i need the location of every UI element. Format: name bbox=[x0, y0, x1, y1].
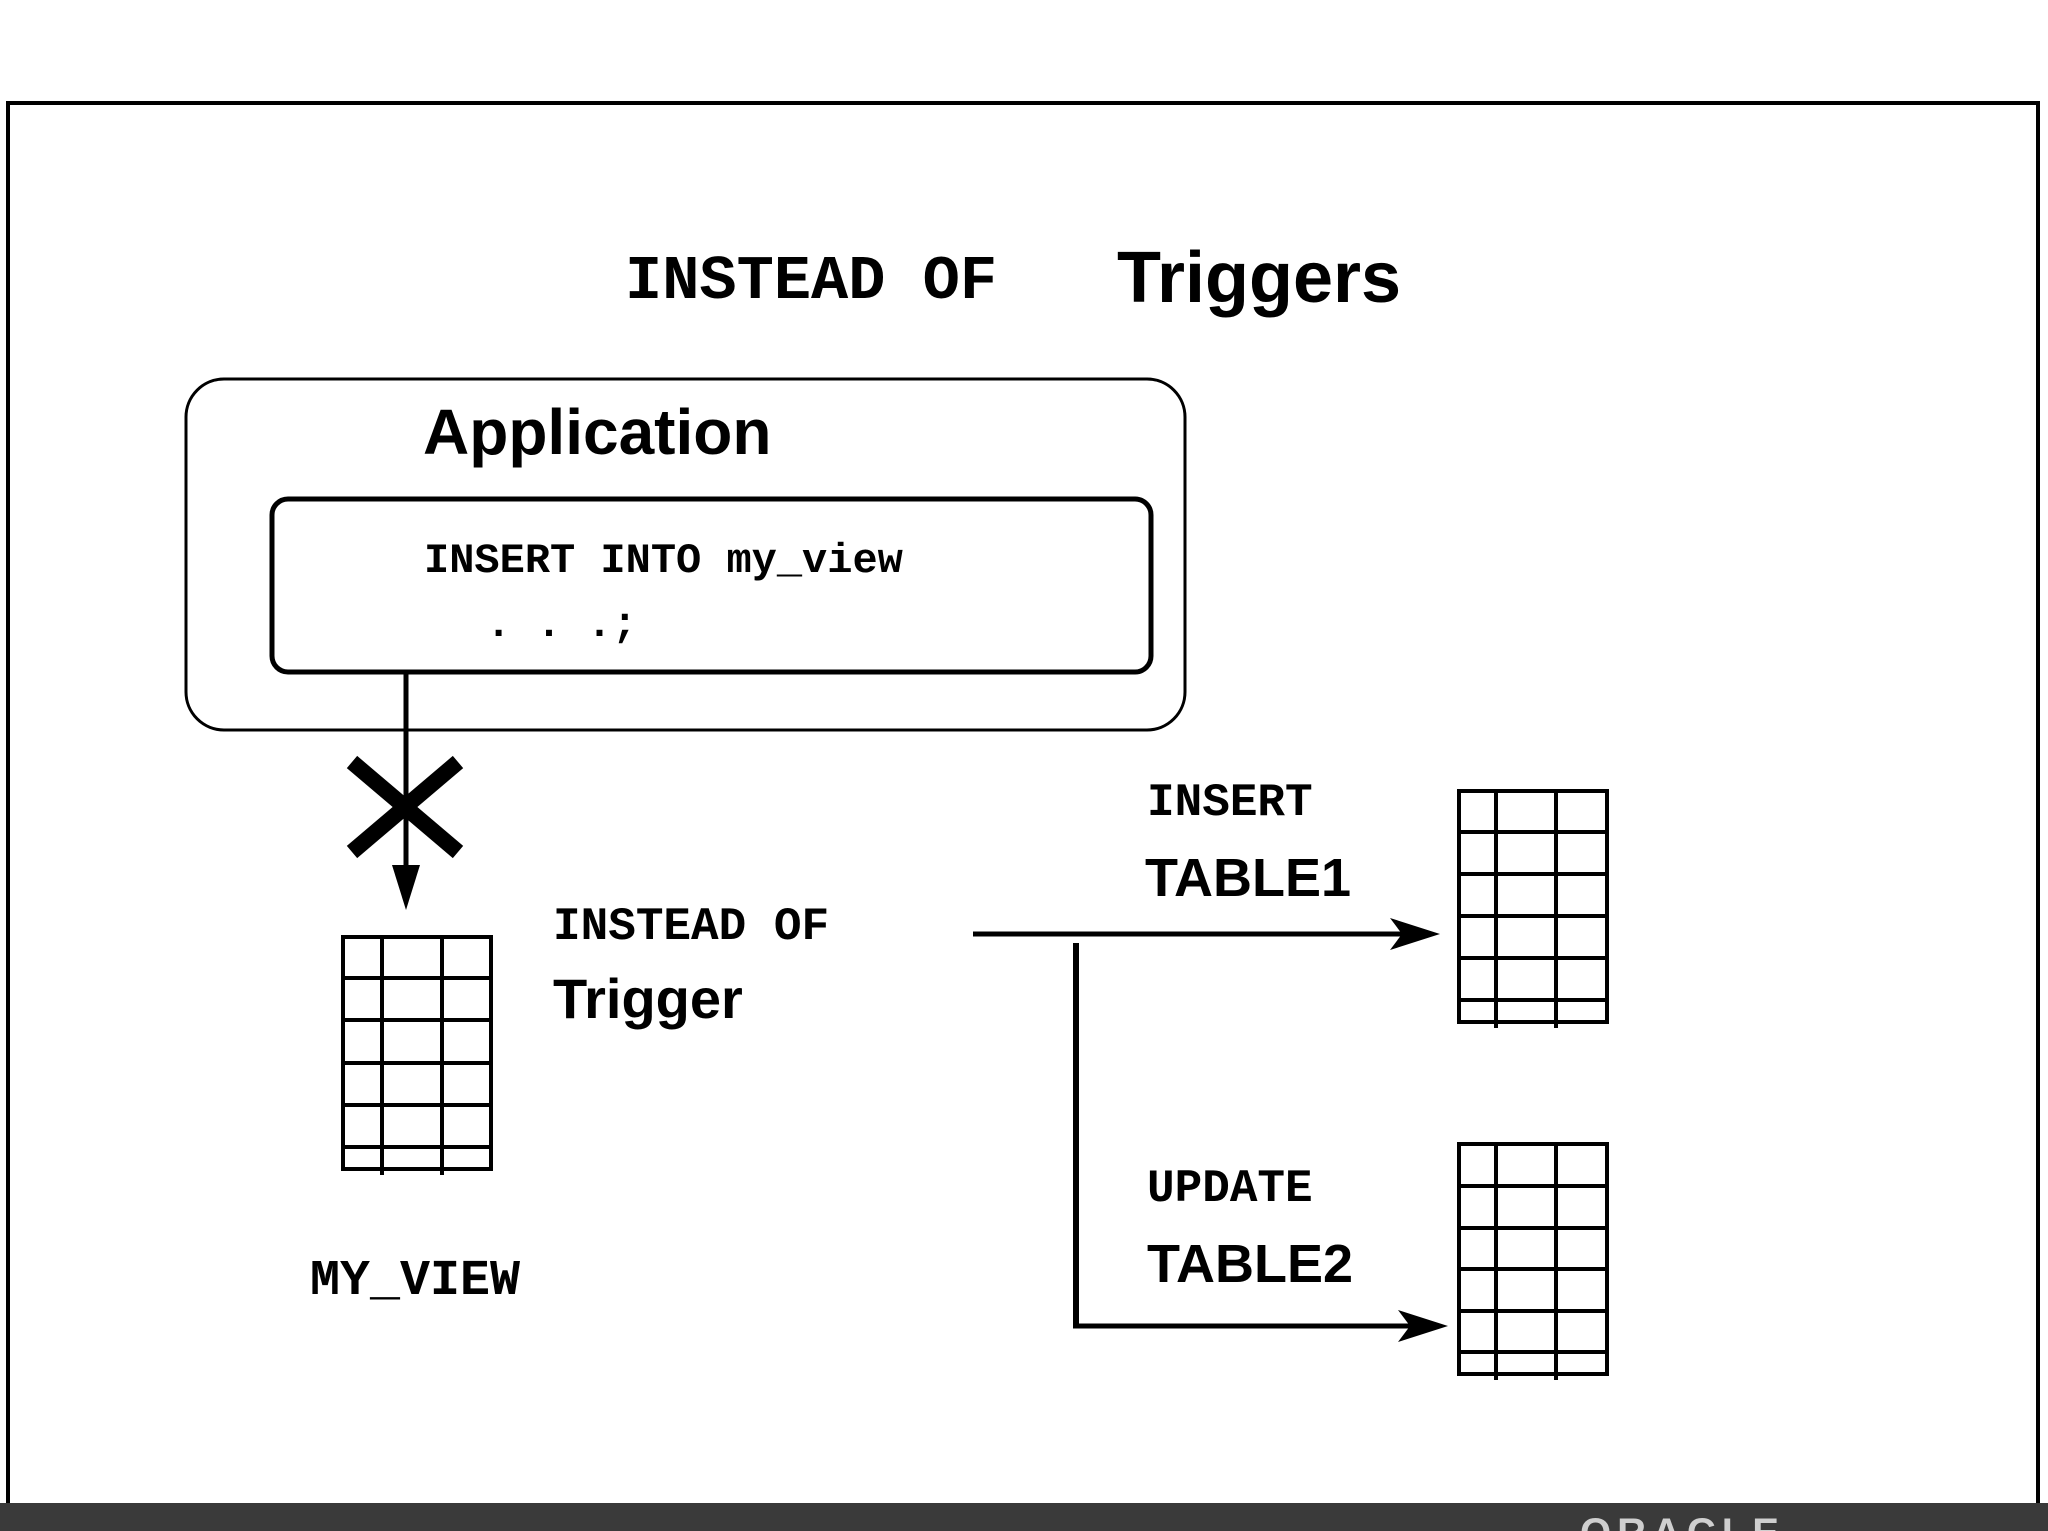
application-label: Application bbox=[423, 396, 772, 468]
oracle-logo-text: ORACLE bbox=[1580, 1513, 1785, 1531]
trigger-label-code: INSTEAD OF bbox=[553, 901, 830, 953]
trigger-arrows bbox=[973, 918, 1448, 1342]
table1-label: TABLE1 bbox=[1145, 848, 1352, 908]
slide-frame bbox=[6, 101, 2040, 1531]
arrow-to-table1 bbox=[1390, 918, 1440, 950]
application-box bbox=[184, 377, 1187, 732]
blocked-arrow-head bbox=[392, 865, 420, 910]
statement-box bbox=[269, 496, 1154, 675]
table2-label: TABLE2 bbox=[1147, 1234, 1354, 1294]
table1-grid-icon bbox=[1457, 789, 1609, 1028]
statement-line-1: INSERT INTO my_view bbox=[424, 537, 903, 585]
arrow-to-table2 bbox=[1398, 1310, 1448, 1342]
table2-grid-icon bbox=[1457, 1142, 1609, 1380]
insert-command-label: INSERT bbox=[1147, 777, 1313, 829]
update-command-label: UPDATE bbox=[1147, 1163, 1313, 1215]
page-title-code: INSTEAD OF bbox=[625, 246, 998, 317]
page-title-text: Triggers bbox=[1117, 238, 1402, 318]
view-label: MY_VIEW bbox=[310, 1253, 521, 1310]
view-grid-icon bbox=[341, 935, 493, 1175]
blocked-x-icon bbox=[346, 755, 464, 859]
footer-bar bbox=[0, 1503, 2048, 1531]
oracle-logo: ORACLE bbox=[1580, 1513, 1785, 1531]
trigger-label-text: Trigger bbox=[553, 967, 743, 1030]
statement-line-2: . . .; bbox=[486, 601, 638, 649]
